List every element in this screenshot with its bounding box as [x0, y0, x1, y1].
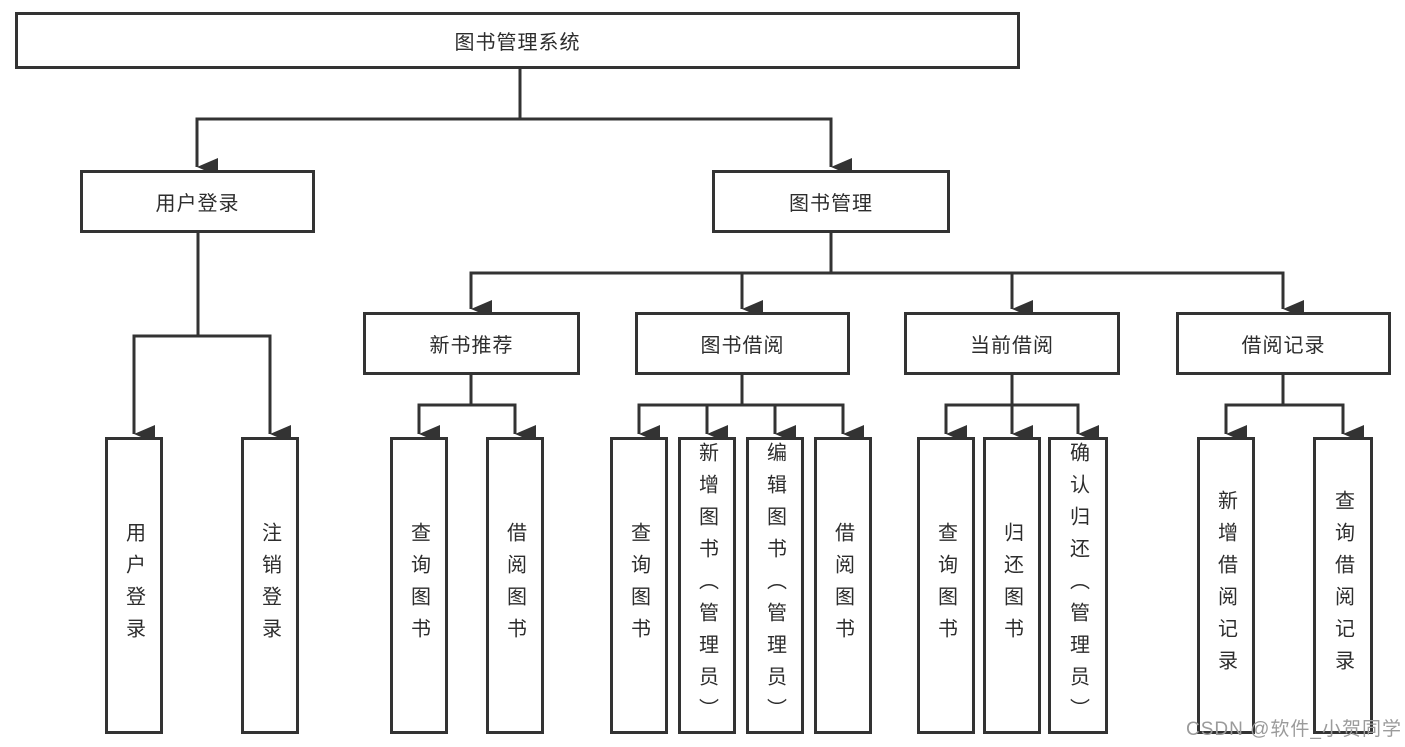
watermark: CSDN @软件_小贺同学 [1186, 719, 1402, 740]
node-user-login: 用户登录 [80, 170, 315, 233]
leaf-logout: 注销登录 [241, 437, 299, 734]
leaf-query-borrow-record: 查询借阅记录 [1313, 437, 1373, 734]
leaf-borrow-books-1: 借阅图书 [486, 437, 544, 734]
node-root: 图书管理系统 [15, 12, 1020, 69]
leaf-query-books-2: 查询图书 [610, 437, 668, 734]
leaf-query-books-1: 查询图书 [390, 437, 448, 734]
leaf-user-login: 用户登录 [105, 437, 163, 734]
leaf-edit-book-admin: 编辑图书（管理员） [746, 437, 804, 734]
leaf-add-book-admin: 新增图书（管理员） [678, 437, 736, 734]
node-new-book-recommend: 新书推荐 [363, 312, 580, 375]
leaf-add-borrow-record: 新增借阅记录 [1197, 437, 1255, 734]
leaf-confirm-return-admin: 确认归还（管理员） [1048, 437, 1108, 734]
node-current-borrow: 当前借阅 [904, 312, 1120, 375]
node-book-borrow: 图书借阅 [635, 312, 850, 375]
leaf-query-books-3: 查询图书 [917, 437, 975, 734]
node-borrow-records: 借阅记录 [1176, 312, 1391, 375]
leaf-return-book: 归还图书 [983, 437, 1041, 734]
node-book-management: 图书管理 [712, 170, 950, 233]
leaf-borrow-books-2: 借阅图书 [814, 437, 872, 734]
